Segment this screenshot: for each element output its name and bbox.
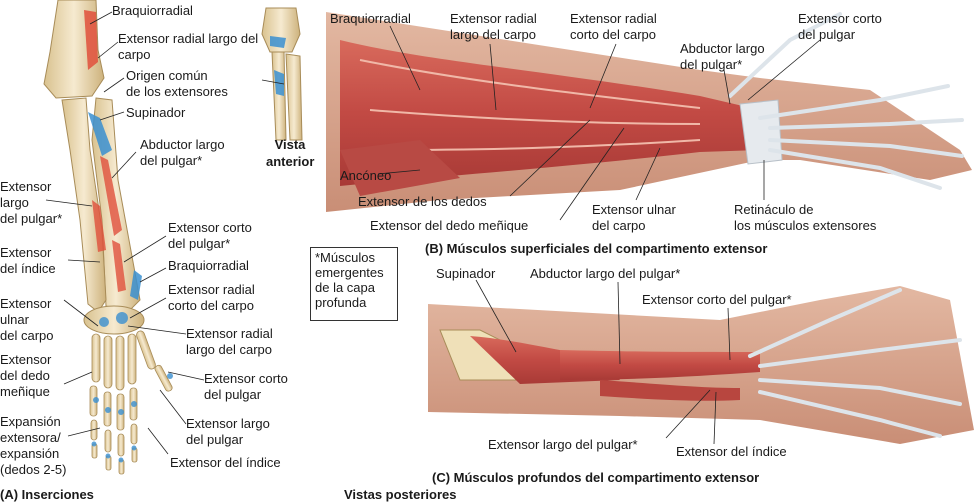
line: *Músculos [315, 250, 375, 265]
line: anterior [266, 154, 315, 169]
deep-layer-note: *Músculos emergentes de la capa profunda [310, 247, 398, 321]
label-supinador-a: Supinador [126, 105, 186, 120]
label-braquiorradial-b: Braquiorradial [330, 11, 411, 26]
line: del índice [0, 261, 56, 276]
line: emergentes [315, 265, 384, 280]
line: (dedos 2-5) [0, 462, 67, 477]
anterior-view-bones [261, 7, 303, 141]
line: Abductor largo [140, 137, 225, 152]
caption-panel-c: (C) Músculos profundos del compartimento… [432, 470, 760, 485]
line: Extensor radial [450, 11, 537, 26]
line: Extensor [0, 179, 52, 194]
label-ext-indice-a-low: Extensor del índice [170, 455, 281, 470]
line: del pulgar [798, 27, 856, 42]
label-ext-dedos: Extensor de los dedos [358, 194, 487, 209]
line: profunda [315, 295, 367, 310]
line: del pulgar [204, 387, 262, 402]
label-braquiorradial-a: Braquiorradial [112, 3, 193, 18]
line: del pulgar* [680, 57, 743, 72]
caption-panel-a: (A) Inserciones [0, 487, 94, 502]
line: Retináculo de [734, 202, 814, 217]
line: Origen común [126, 68, 208, 83]
caption-panel-b: (B) Músculos superficiales del compartim… [425, 241, 768, 256]
line: del dedo [0, 368, 50, 383]
line: Extensor corto [168, 220, 252, 235]
line: largo del carpo [450, 27, 536, 42]
line: del pulgar [186, 432, 244, 447]
line: expansión [0, 446, 60, 461]
line: del pulgar* [140, 153, 203, 168]
line: Extensor corto [204, 371, 288, 386]
label-supinador-c: Supinador [436, 266, 496, 281]
label-ext-indice-c: Extensor del índice [676, 444, 787, 459]
view-label-anterior: Vista anterior [266, 136, 314, 170]
line: de la capa [315, 280, 375, 295]
label-abductor-c: Abductor largo del pulgar* [530, 266, 681, 281]
line: Expansión [0, 414, 61, 429]
line: del pulgar* [168, 236, 231, 251]
line: corto del carpo [570, 27, 656, 42]
footer-caption: Vistas posteriores [344, 487, 457, 502]
label-ext-largo-c: Extensor largo del pulgar* [488, 437, 638, 452]
panel-b-arm [326, 12, 972, 212]
line: Abductor largo [680, 41, 765, 56]
line: Extensor radial [168, 282, 255, 297]
line: Extensor ulnar [592, 202, 676, 217]
line: largo del carpo [186, 342, 272, 357]
line: Extensor corto [798, 11, 882, 26]
line: Extensor radial [570, 11, 657, 26]
line: meñique [0, 384, 50, 399]
label-ext-dedo-menique-b: Extensor del dedo meñique [370, 218, 529, 233]
line: extensora/ [0, 430, 61, 445]
line: Extensor [0, 296, 52, 311]
line: corto del carpo [168, 298, 254, 313]
line: del carpo [0, 328, 54, 343]
label-ext-corto-c: Extensor corto del pulgar* [642, 292, 792, 307]
line: Extensor [0, 245, 52, 260]
line: de los extensores [126, 84, 228, 99]
line: largo [0, 195, 29, 210]
line: del carpo [592, 218, 646, 233]
line: los músculos extensores [734, 218, 877, 233]
line: carpo [118, 47, 151, 62]
line: Extensor largo [186, 416, 270, 431]
line: del pulgar* [0, 211, 63, 226]
line: Vista [274, 137, 306, 152]
label-anconeo: Ancóneo [340, 168, 392, 183]
leader-lines [45, 11, 821, 455]
line: Extensor radial [186, 326, 273, 341]
panel-c-arm [428, 286, 974, 444]
line: ulnar [0, 312, 29, 327]
line: Extensor [0, 352, 52, 367]
line: Extensor radial largo del [118, 31, 259, 46]
panel-a-bones [43, 0, 173, 475]
label-braquiorradial-a-low: Braquiorradial [168, 258, 249, 273]
